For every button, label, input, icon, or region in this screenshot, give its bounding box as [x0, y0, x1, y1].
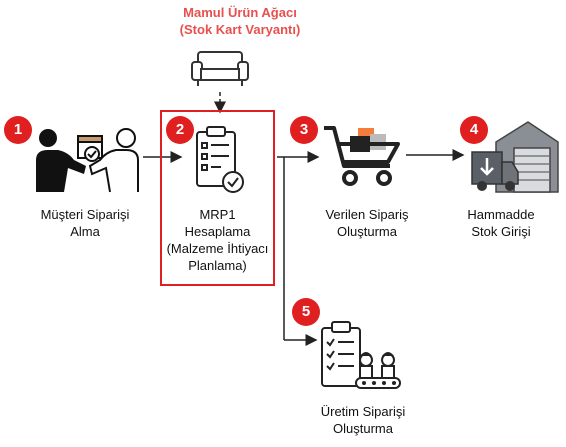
step-4-badge: 4	[460, 116, 488, 144]
clipboard-check-icon	[196, 126, 244, 193]
step-5-label-line2: Oluşturma	[333, 421, 393, 436]
step-2-label: MRP1 Hesaplama (Malzeme İhtiyacı Planlam…	[162, 206, 273, 274]
step-2-label-line2: Hesaplama	[184, 224, 251, 239]
step-1-label-line2: Alma	[70, 224, 100, 239]
step-3-label: Verilen Sipariş Oluşturma	[302, 206, 432, 240]
step-3-badge: 3	[290, 116, 318, 144]
step-1-badge: 1	[4, 116, 32, 144]
production-checklist-icon	[321, 321, 401, 389]
step-5-label-line1: Üretim Siparişi	[320, 404, 406, 419]
bom-title: Mamul Ürün Ağacı (Stok Kart Varyantı)	[150, 4, 330, 38]
step-2-label-line1: MRP1	[199, 207, 236, 222]
handover-package-icon	[36, 128, 139, 193]
sofa-icon	[191, 51, 249, 86]
step-2-label-line3: (Malzeme İhtiyacı	[166, 241, 269, 256]
step-5-badge: 5	[292, 298, 320, 326]
bom-title-line2: (Stok Kart Varyantı)	[179, 22, 301, 37]
bom-title-line1: Mamul Ürün Ağacı	[183, 5, 297, 20]
shopping-cart-icon	[324, 126, 400, 186]
step-4-label-line1: Hammadde	[467, 207, 535, 222]
step-4-label: Hammadde Stok Girişi	[446, 206, 556, 240]
step-1-label: Müşteri Siparişi Alma	[20, 206, 150, 240]
step-4-label-line2: Stok Girişi	[471, 224, 531, 239]
step-3-label-line2: Oluşturma	[337, 224, 397, 239]
step-2-badge: 2	[166, 116, 194, 144]
step-2-label-line4: Planlama)	[188, 258, 247, 273]
mrp-highlight-box	[160, 110, 275, 286]
step-3-label-line1: Verilen Sipariş	[325, 207, 409, 222]
warehouse-truck-icon	[471, 121, 559, 193]
step-5-label: Üretim Siparişi Oluşturma	[298, 403, 428, 437]
step-1-label-line1: Müşteri Siparişi	[40, 207, 130, 222]
